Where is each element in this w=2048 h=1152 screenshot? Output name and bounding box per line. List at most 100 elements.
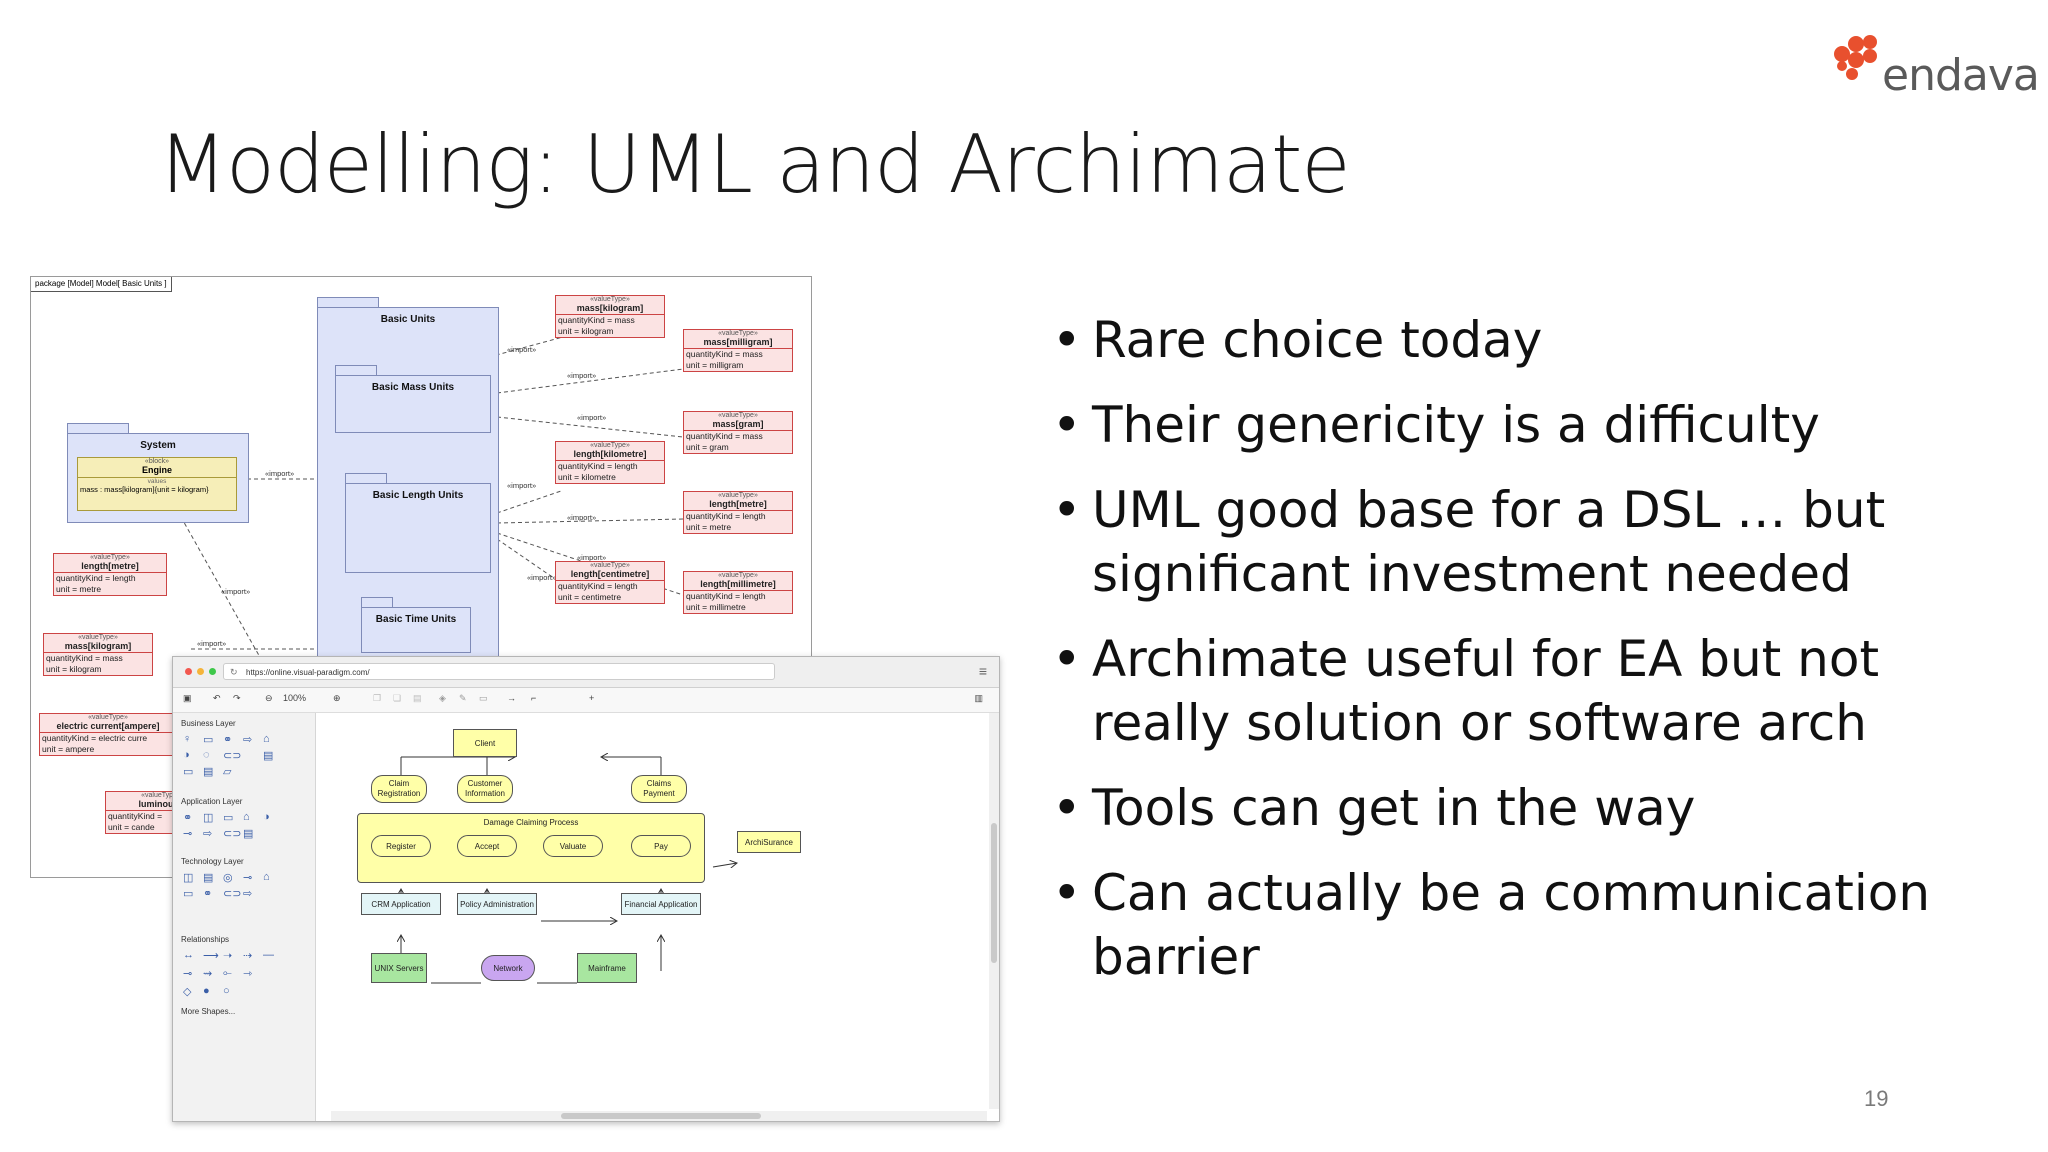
connector-icon[interactable]: →: [507, 693, 516, 703]
junction-icon[interactable]: ●: [203, 985, 210, 997]
node-icon[interactable]: ◫: [183, 872, 194, 884]
tech-function-icon[interactable]: ⌂: [263, 871, 270, 883]
horizontal-scrollbar[interactable]: [331, 1111, 987, 1121]
customer-information-node[interactable]: Customer Information: [457, 775, 513, 803]
app-service-icon[interactable]: ⊂⊃: [223, 828, 242, 840]
value-type: «valueType»mass[kilogram] quantityKind =…: [555, 295, 665, 338]
business-service-icon[interactable]: ⊂⊃: [223, 750, 242, 762]
business-interaction-icon[interactable]: ◑: [183, 749, 190, 761]
address-bar[interactable]: ↻ https://online.visual-paradigm.com/: [223, 663, 775, 680]
contract-icon[interactable]: ▭: [183, 766, 194, 778]
delete-icon[interactable]: ▤: [413, 693, 422, 703]
palette-section-technology[interactable]: Technology Layer: [181, 857, 244, 866]
or-junction-icon[interactable]: ○: [223, 985, 230, 997]
shape-icon[interactable]: ▭: [479, 693, 488, 703]
aggregation-icon[interactable]: ◇: [183, 986, 192, 998]
minimize-window-icon[interactable]: [197, 668, 204, 675]
app-function-icon[interactable]: ⌂: [243, 811, 250, 823]
format-panel-icon[interactable]: ▥: [974, 693, 983, 703]
network-node[interactable]: Network: [481, 955, 535, 981]
zoom-level[interactable]: 100%: [283, 693, 307, 703]
realization-icon[interactable]: ⇢: [243, 950, 253, 962]
policy-administration-node[interactable]: Policy Administration: [457, 893, 537, 915]
association-icon[interactable]: ↔: [183, 949, 194, 961]
app-interaction-icon[interactable]: ◑: [263, 811, 270, 823]
app-event-icon[interactable]: ⊸: [183, 828, 193, 840]
business-object-icon[interactable]: ▤: [263, 750, 274, 762]
save-icon[interactable]: ▣: [183, 693, 192, 703]
system-software-icon[interactable]: ◎: [223, 872, 233, 884]
reload-icon[interactable]: ↻: [230, 667, 238, 677]
zoom-in-icon[interactable]: ⊕: [333, 693, 341, 703]
value-type: «valueType»length[metre] quantityKind = …: [683, 491, 793, 534]
palette-section-business[interactable]: Business Layer: [181, 719, 236, 728]
device-icon[interactable]: ▤: [203, 872, 214, 884]
paste-icon[interactable]: ❏: [393, 693, 402, 703]
representation-icon[interactable]: ▤: [203, 766, 214, 778]
maximize-window-icon[interactable]: [209, 668, 216, 675]
undo-icon[interactable]: ↶: [213, 693, 221, 703]
unix-servers-node[interactable]: UNIX Servers: [371, 953, 427, 983]
business-event-icon[interactable]: ◌: [203, 749, 210, 761]
close-window-icon[interactable]: [185, 668, 192, 675]
product-icon[interactable]: ▱: [223, 766, 232, 778]
claims-payment-node[interactable]: Claims Payment: [631, 775, 687, 803]
artifact-icon[interactable]: ⇨: [243, 888, 253, 900]
uml-frame-label: package [Model] Model[ Basic Units ]: [31, 277, 172, 292]
palette-section-relationships[interactable]: Relationships: [181, 935, 230, 944]
business-function-icon[interactable]: ⌂: [263, 733, 270, 745]
browser-chrome: ↻ https://online.visual-paradigm.com/ ≡: [173, 657, 999, 688]
insert-icon[interactable]: +: [589, 693, 595, 703]
browser-window[interactable]: ↻ https://online.visual-paradigm.com/ ≡ …: [172, 656, 1000, 1122]
copy-icon[interactable]: ❐: [373, 693, 382, 703]
vertical-scrollbar[interactable]: [989, 713, 999, 1109]
claim-registration-node[interactable]: Claim Registration: [371, 775, 427, 803]
business-process-icon[interactable]: ⇨: [243, 734, 253, 746]
import-label: «import»: [221, 587, 251, 596]
diagram-canvas[interactable]: Client Claim Registration Customer Infor…: [331, 713, 987, 1109]
assignment-icon[interactable]: ⟶: [203, 950, 219, 962]
tech-interface-icon[interactable]: ⊸: [243, 872, 253, 884]
crm-application-node[interactable]: CRM Application: [361, 893, 441, 915]
flow-icon[interactable]: —: [263, 949, 274, 961]
tech-service-icon[interactable]: ⊂⊃: [223, 888, 242, 900]
line-color-icon[interactable]: ✎: [459, 693, 467, 703]
more-shapes-link[interactable]: More Shapes...: [181, 1007, 236, 1016]
menu-icon[interactable]: ≡: [978, 663, 987, 679]
zoom-out-icon[interactable]: ⊖: [265, 693, 273, 703]
app-process-icon[interactable]: ⇨: [203, 828, 213, 840]
palette-section-application[interactable]: Application Layer: [181, 797, 243, 806]
path-icon[interactable]: ▭: [183, 888, 194, 900]
triggering-icon[interactable]: ⟜: [223, 967, 232, 979]
accept-node[interactable]: Accept: [457, 835, 517, 857]
archisurance-node[interactable]: ArchiSurance: [737, 831, 801, 853]
package-basic-length-units: Basic Length Units: [345, 483, 491, 573]
mainframe-node[interactable]: Mainframe: [577, 953, 637, 983]
pay-node[interactable]: Pay: [631, 835, 691, 857]
business-actor-icon[interactable]: ♀: [183, 733, 192, 745]
slide-title: Modelling: UML and Archimate: [158, 118, 1351, 211]
serving-icon[interactable]: ➝: [223, 950, 233, 962]
waypoint-icon[interactable]: ⌐: [531, 693, 537, 703]
data-object-icon[interactable]: ▤: [243, 828, 254, 840]
financial-application-node[interactable]: Financial Application: [621, 893, 701, 915]
fill-icon[interactable]: ◈: [439, 693, 446, 703]
app-component-icon[interactable]: ◫: [203, 812, 214, 824]
business-collaboration-icon[interactable]: ⚭: [223, 734, 233, 746]
register-node[interactable]: Register: [371, 835, 431, 857]
comm-network-icon[interactable]: ⚭: [203, 888, 213, 900]
import-label: «import»: [507, 481, 537, 490]
import-label: «import»: [197, 639, 227, 648]
access-icon[interactable]: ⊸: [183, 968, 193, 980]
valuate-node[interactable]: Valuate: [543, 835, 603, 857]
client-node[interactable]: Client: [453, 729, 517, 757]
redo-icon[interactable]: ↷: [233, 693, 241, 703]
app-collaboration-icon[interactable]: ⚭: [183, 812, 193, 824]
bullet-item: •Can actually be a communication barrier: [1052, 864, 1931, 986]
bullet-list: •Rare choice today •Their genericity is …: [1052, 308, 1952, 1010]
business-role-icon[interactable]: ▭: [203, 734, 214, 746]
influence-icon[interactable]: ⇝: [203, 968, 213, 980]
specialization-icon[interactable]: ⇾: [243, 968, 253, 980]
app-interface-icon[interactable]: ▭: [223, 812, 234, 824]
import-label: «import»: [567, 371, 597, 380]
